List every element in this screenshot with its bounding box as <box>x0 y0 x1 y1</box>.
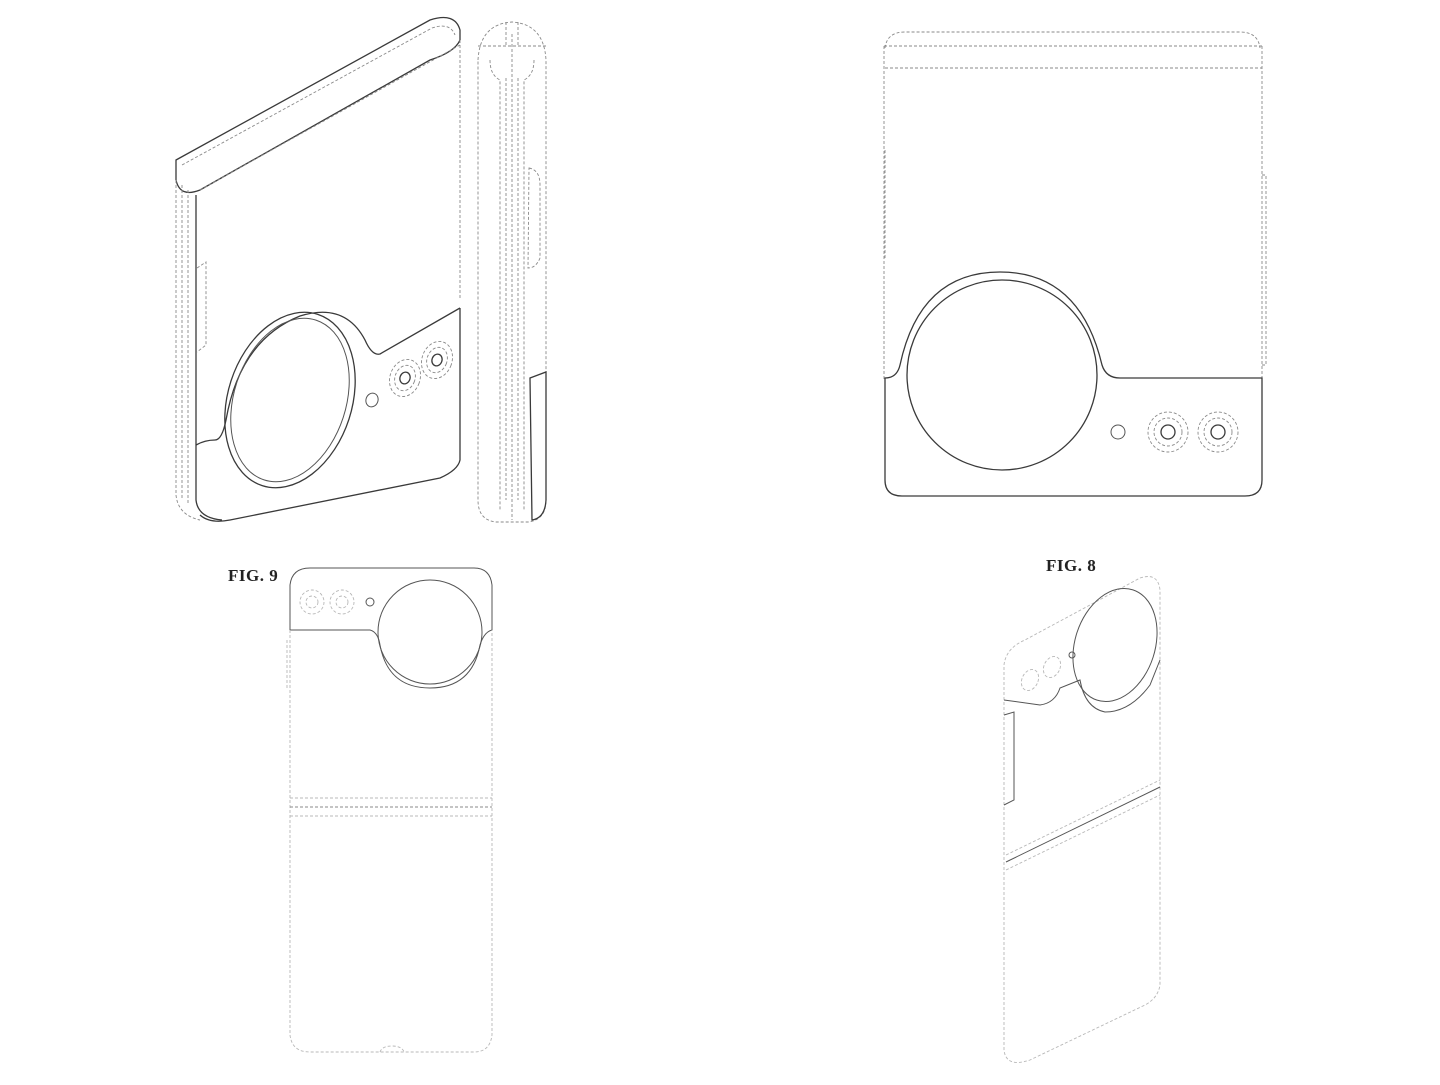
figure-label-fig9: FIG. 9 <box>228 566 279 585</box>
unfolded-phone-perspective <box>1003 576 1161 1063</box>
folded-phone-cover-view <box>883 31 1267 497</box>
figure-label-fig8: FIG. 8 <box>1046 556 1097 575</box>
folded-phone-perspective <box>175 16 461 522</box>
folded-phone-side-view <box>477 21 547 523</box>
unfolded-phone-rear-view <box>286 567 493 1053</box>
